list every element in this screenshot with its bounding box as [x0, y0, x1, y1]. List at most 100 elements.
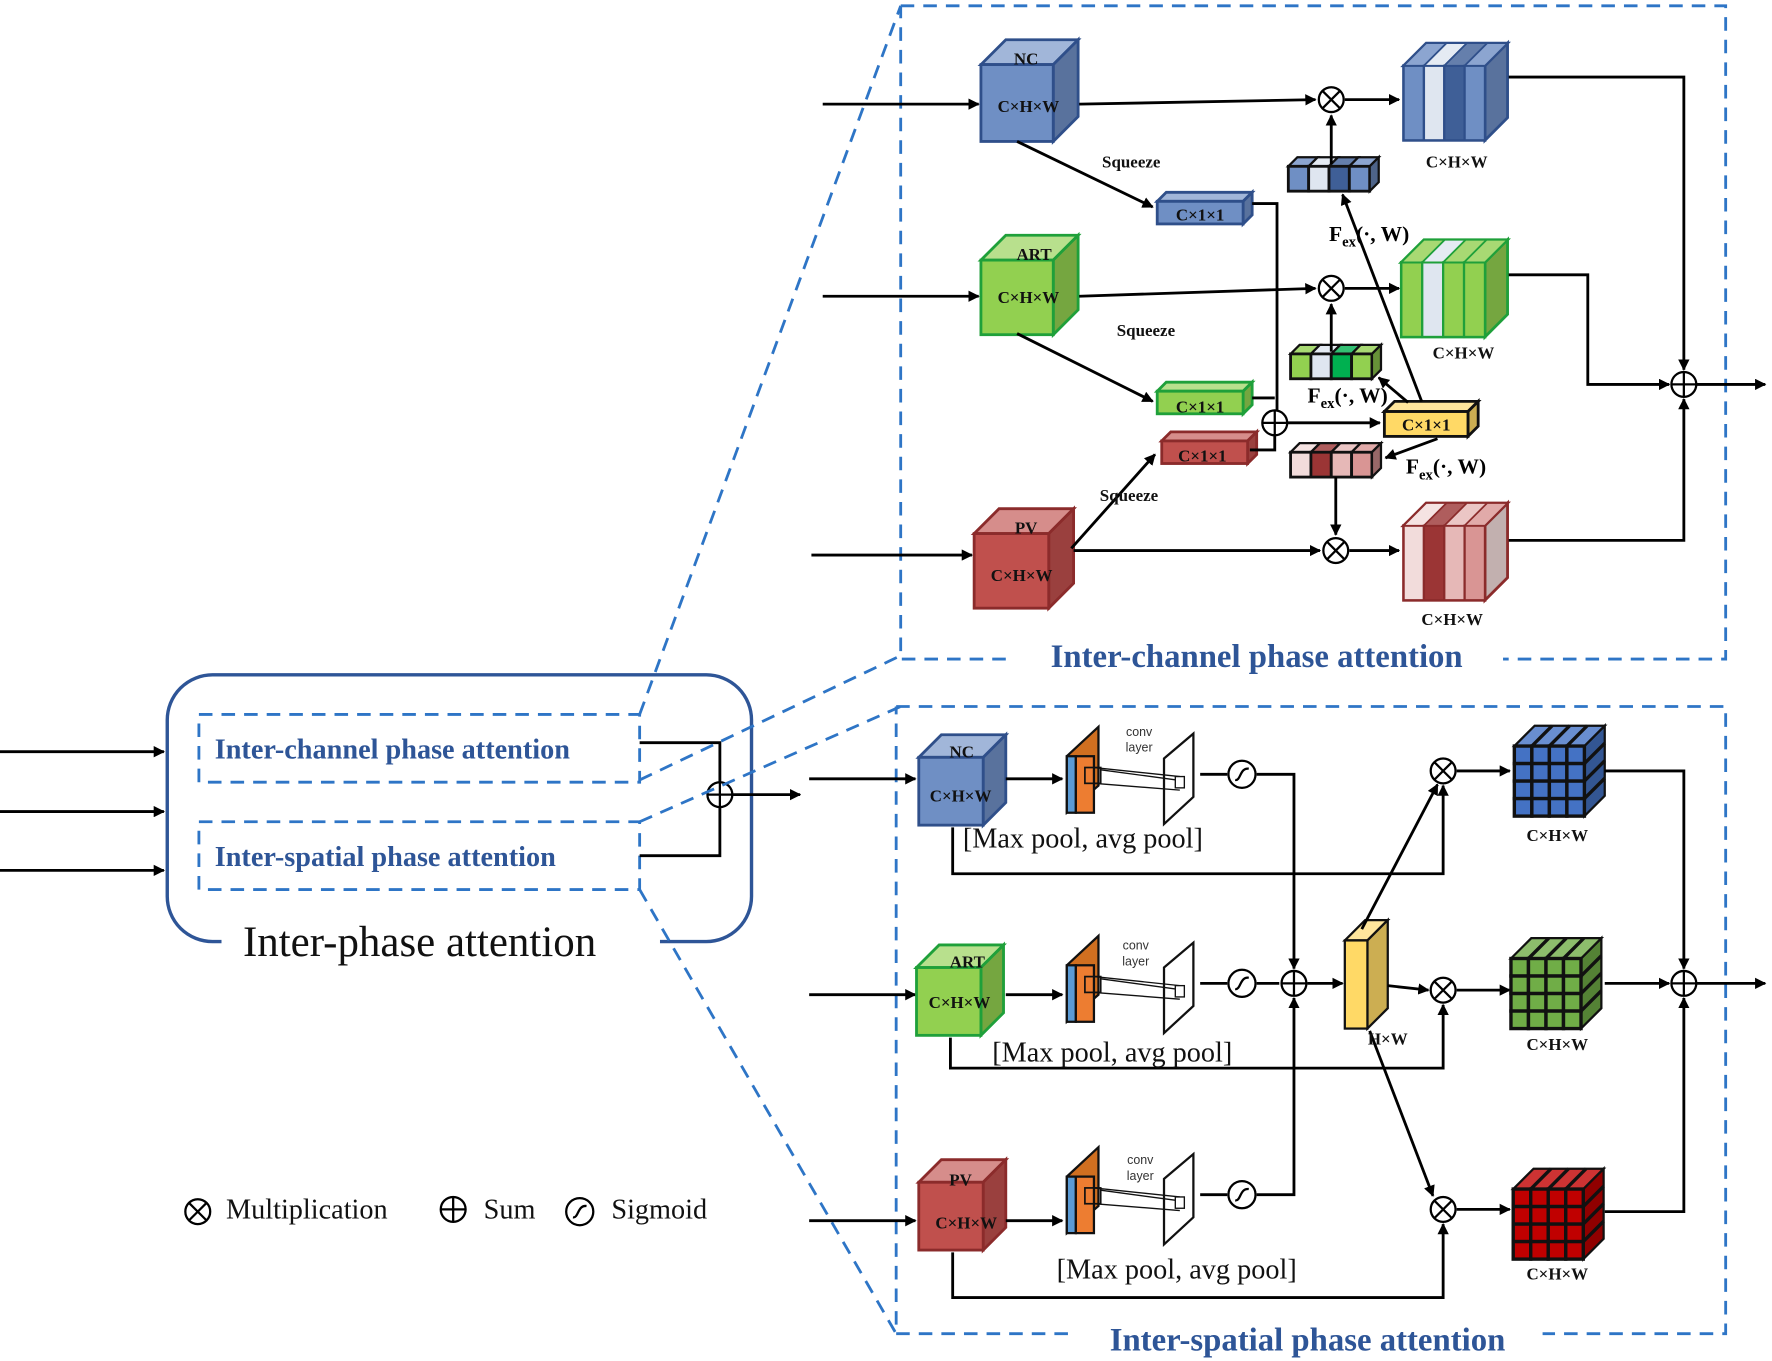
channel-panel-title: Inter-channel phase attention — [1051, 639, 1463, 675]
s-output-cube-pv-grid — [1547, 1167, 1570, 1191]
squeeze-arrow-art — [1016, 332, 1154, 403]
conv-label-3a: conv — [1127, 1153, 1154, 1167]
excitation-vector-art-cell — [1289, 352, 1313, 381]
s-cube-label-pv: PV — [949, 1171, 972, 1190]
s-output-cube-nc-grid — [1565, 724, 1589, 748]
map-to-mul-art — [1387, 983, 1430, 995]
sigmoid-nc-to-sum — [1256, 772, 1300, 970]
curve — [1234, 1187, 1249, 1202]
s-cube-dims-art: C×H×W — [929, 993, 991, 1012]
excitation-vector-art-side — [1370, 342, 1383, 382]
output-art-to-sum — [1508, 273, 1671, 391]
plus — [1262, 410, 1288, 436]
pool-label-pv: [Max pool, avg pool] — [1057, 1254, 1297, 1285]
excitation-vector-nc-cell — [1347, 164, 1372, 193]
conv-label-2a: conv — [1123, 938, 1150, 952]
s-output-cube-nc-cell — [1512, 761, 1534, 783]
s-output-cube-nc-cell — [1547, 796, 1569, 818]
art-to-mul — [1079, 283, 1317, 298]
conv-label-3b: layer — [1127, 1169, 1154, 1183]
s-output-pv-to-sum — [1604, 996, 1690, 1214]
s-output-cube-art-cell — [1544, 991, 1566, 1013]
cross — [1433, 1200, 1453, 1219]
s-output-cube-nc-cell — [1530, 796, 1552, 818]
sigmoid-icon-pv — [1227, 1180, 1257, 1210]
s-cube-pv-front — [917, 1180, 985, 1252]
s-output-cube-nc-cell — [1565, 779, 1587, 801]
fused-vector-front — [1382, 410, 1470, 438]
conv-label-1b: layer — [1126, 741, 1153, 755]
excitation-vector-nc-cell — [1286, 164, 1311, 193]
cube-label-nc: NC — [1014, 50, 1038, 69]
mul-icon-art — [1317, 274, 1345, 302]
overview-sum-icon — [706, 781, 734, 809]
s-output-cube-pv-cell — [1511, 1204, 1533, 1226]
conv-block-art — [1065, 933, 1195, 1036]
s-output-cube-pv-grid — [1582, 1220, 1605, 1243]
spatial-panel-title: Inter-spatial phase attention — [1110, 1323, 1506, 1359]
s-output-cube-pv-cell — [1564, 1204, 1585, 1226]
vector-art — [1153, 378, 1256, 418]
spatial-output-sum-icon — [1670, 969, 1698, 997]
s-output-cube-nc-cell — [1565, 744, 1587, 766]
pool-label-nc: [Max pool, avg pool] — [963, 824, 1203, 855]
output-cube-pv-stripe — [1443, 524, 1466, 602]
s-output-cube-art-cell — [1526, 991, 1548, 1013]
output-dims-nc: C×H×W — [1426, 152, 1488, 171]
output-cube-art-stripe — [1400, 261, 1424, 339]
conv-block-pv — [1065, 1144, 1195, 1248]
skip-connection-nc — [951, 784, 1449, 876]
s-output-cube-pv-grid — [1529, 1167, 1553, 1191]
s-output-cube-art-cell — [1509, 1009, 1531, 1031]
s-mul-icon-pv — [1429, 1195, 1457, 1223]
sigmoid-icon-nc — [1227, 759, 1257, 789]
excitation-vector-nc — [1285, 154, 1382, 194]
zoom-line-spatial-top — [639, 705, 902, 824]
channel-panel-border — [900, 4, 1728, 661]
s-output-cube-pv-cell — [1546, 1204, 1568, 1226]
s-output-cube-pv-grid — [1564, 1167, 1588, 1191]
legend-label-multiplication: Multiplication — [226, 1194, 388, 1225]
s-cube-label-art: ART — [950, 953, 986, 972]
pv-cube — [970, 505, 1078, 612]
map-to-mul-nc — [1360, 783, 1439, 930]
curve — [1234, 976, 1249, 991]
s-output-cube-art-grid — [1562, 936, 1586, 960]
s-output-cube-pv-cell — [1546, 1239, 1568, 1261]
s-output-cube-art-cell — [1509, 974, 1531, 996]
output-cube-nc-stripe — [1443, 64, 1466, 142]
cube-label-art: ART — [1016, 245, 1052, 264]
curve — [1234, 767, 1249, 782]
s-cube-label-nc: NC — [949, 742, 973, 761]
spatial-attention-map-front — [1343, 939, 1369, 1030]
legend-label-sigmoid: Sigmoid — [611, 1194, 707, 1225]
s-output-cube-art-cell — [1544, 956, 1566, 978]
output-cube-pv-stripe — [1422, 524, 1446, 602]
s-output-cube-pv-grid — [1582, 1202, 1605, 1226]
s-output-cube-nc-cell — [1530, 761, 1552, 783]
output-cube-pv — [1400, 499, 1511, 604]
s-output-cube-pv-cell — [1511, 1187, 1533, 1209]
s-output-cube-nc-cell — [1530, 744, 1552, 766]
fex-arrow-nc — [1340, 193, 1423, 402]
output-cube-art — [1397, 236, 1511, 341]
excitation-vector-pv-cell — [1350, 450, 1374, 479]
spatial-panel-border — [896, 705, 1728, 1336]
map-dims: H×W — [1368, 1029, 1408, 1048]
s-output-cube-art-cell — [1561, 991, 1583, 1013]
zoom-line-channel-bottom — [639, 654, 902, 782]
excitation-vector-pv-cell — [1309, 450, 1333, 479]
conv-block-nc-blue — [1065, 755, 1077, 814]
s-output-cube-art-cell — [1509, 991, 1531, 1013]
s-output-cube-pv-grid — [1582, 1185, 1605, 1208]
mul-icon-nc — [1317, 86, 1345, 114]
inner-box-label-channel: Inter-channel phase attention — [215, 734, 571, 765]
diagram-shapes — [0, 4, 1767, 1336]
excitation-vector-pv-side — [1370, 440, 1383, 480]
conv-label-1a: conv — [1126, 725, 1153, 739]
cube-dims-nc: C×H×W — [998, 97, 1060, 116]
cross — [1321, 279, 1341, 298]
spatial-attention-map — [1342, 917, 1391, 1032]
excitation-vector-art-cell — [1309, 352, 1333, 381]
map-to-mul-pv — [1368, 1030, 1435, 1197]
